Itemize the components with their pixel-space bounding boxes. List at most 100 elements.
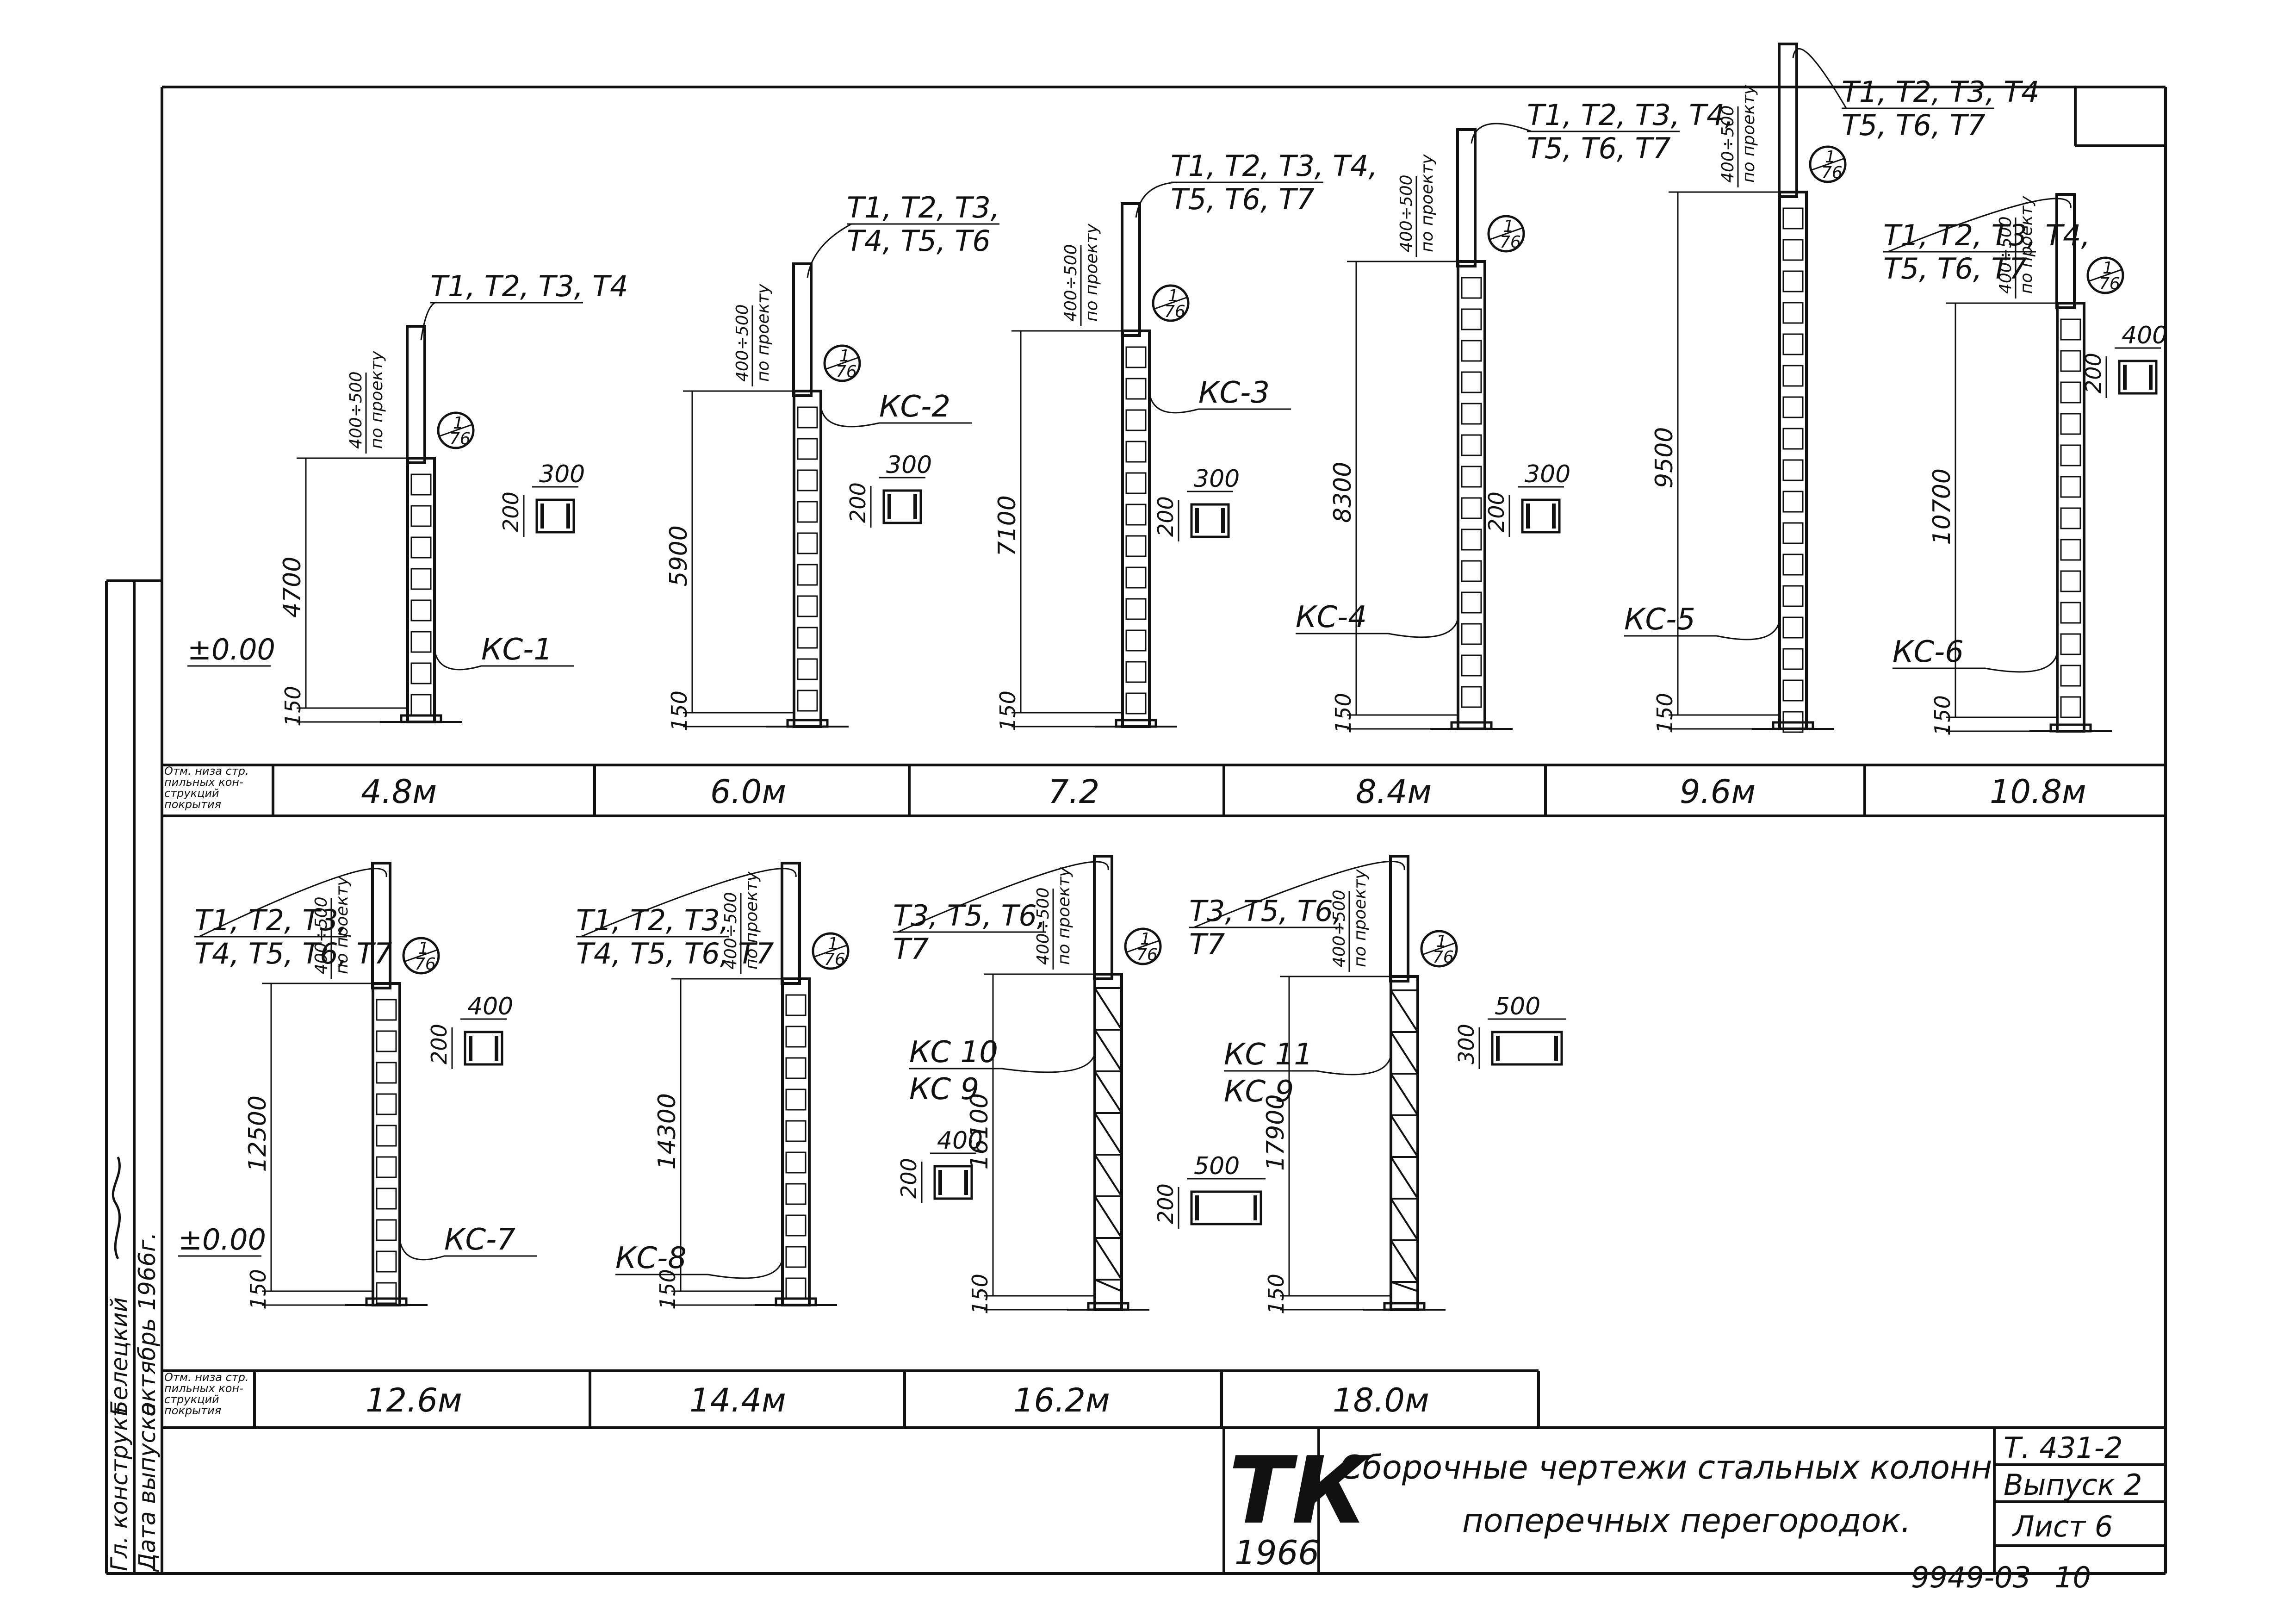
batten-plate bbox=[2060, 381, 2081, 404]
batten-plate bbox=[410, 473, 432, 496]
post bbox=[792, 262, 813, 397]
range-note: по проекту bbox=[1055, 867, 1074, 965]
side-name-1: Белецкий bbox=[106, 1297, 133, 1416]
tag-label: Т5, Т6, Т7 bbox=[1527, 131, 1671, 165]
span-cell: 12.6м bbox=[366, 1381, 462, 1419]
lattice-diagonal bbox=[1094, 1195, 1123, 1239]
span-cell: 6.0м bbox=[710, 773, 786, 811]
series-code: Т. 431-2 bbox=[2004, 1431, 2122, 1465]
side-role-2: Дата выпуска bbox=[134, 1402, 161, 1572]
height-label: 4700 bbox=[279, 557, 306, 618]
footer: 9949-03 10 bbox=[1911, 1561, 2091, 1594]
range-note: по проекту bbox=[367, 351, 386, 449]
tag-label: Т4, Т5, Т6, Т7 bbox=[576, 937, 774, 970]
batten-plate bbox=[1125, 535, 1147, 557]
detail-ref-num: 1 bbox=[1168, 286, 1179, 305]
batten-plate bbox=[1782, 553, 1804, 576]
range-note: по проекту bbox=[2017, 196, 2036, 294]
detail-ref-divider bbox=[1423, 942, 1455, 955]
span-cell: 7.2 bbox=[1048, 773, 1099, 811]
tag-label: Т1, Т2, Т3, bbox=[576, 903, 729, 937]
detail-ref-divider bbox=[405, 949, 437, 962]
post bbox=[1121, 202, 1141, 337]
batten-plate bbox=[410, 694, 432, 716]
range-label: 400÷500 bbox=[1996, 216, 2015, 294]
lattice-diagonal bbox=[1390, 1156, 1419, 1200]
detail-ref-num: 1 bbox=[2103, 259, 2113, 278]
span-cell: 8.4м bbox=[1356, 773, 1432, 811]
tag-label: Т5, Т6, Т7 bbox=[1883, 252, 2027, 286]
height-label: 5900 bbox=[665, 525, 693, 586]
batten-plate bbox=[410, 536, 432, 559]
range-label: 400÷500 bbox=[733, 304, 752, 382]
row2-label-line: пильных кон- bbox=[164, 1382, 243, 1395]
detail-ref-sheet: 76 bbox=[415, 955, 436, 974]
batten-plate bbox=[376, 1125, 397, 1147]
post bbox=[1389, 855, 1409, 983]
batten-plate bbox=[376, 999, 397, 1021]
mark-label-2: КС 9 bbox=[909, 1072, 979, 1107]
batten-plate bbox=[785, 1120, 807, 1142]
detail-ref-bubble bbox=[2086, 256, 2124, 294]
frame bbox=[105, 86, 2167, 1575]
lattice-diagonal bbox=[1390, 1031, 1419, 1075]
mark-label: КС 11 bbox=[1224, 1038, 1313, 1072]
section-depth-label: 200 bbox=[427, 1024, 452, 1064]
batten-plate bbox=[1782, 270, 1804, 292]
detail-ref-sheet: 76 bbox=[824, 950, 845, 969]
sheet-no: Лист 6 bbox=[2012, 1510, 2113, 1543]
batten-plate bbox=[1461, 371, 1482, 393]
tag-label: Т5, Т6, Т7 bbox=[1842, 108, 1986, 142]
height-label: 17900 bbox=[1262, 1094, 1290, 1171]
batten-plate bbox=[1782, 239, 1804, 261]
range-label: 400÷500 bbox=[347, 371, 366, 449]
batten-plate bbox=[797, 406, 818, 429]
batten-plate bbox=[2060, 633, 2081, 655]
mark-label: КС-7 bbox=[444, 1223, 515, 1257]
section-depth-label: 300 bbox=[1454, 1024, 1479, 1064]
lattice-diagonal bbox=[1390, 1073, 1419, 1116]
batten-plate bbox=[1125, 378, 1147, 400]
section-width-label: 500 bbox=[1194, 1152, 1240, 1180]
batten-plate bbox=[1782, 207, 1804, 230]
mark-label: КС-4 bbox=[1296, 600, 1367, 634]
base-label: 150 bbox=[968, 1274, 993, 1314]
tag-label: Т3, Т5, Т6, bbox=[1189, 894, 1342, 928]
batten-plate bbox=[2060, 696, 2081, 718]
batten-plate bbox=[1782, 491, 1804, 513]
batten-plate bbox=[2060, 318, 2081, 341]
batten-plate bbox=[785, 1246, 807, 1268]
batten-plate bbox=[1782, 522, 1804, 544]
lattice-diagonal bbox=[1094, 1112, 1123, 1156]
section-width-label: 300 bbox=[1525, 460, 1570, 488]
mark-leader bbox=[1985, 652, 2058, 673]
base-label: 150 bbox=[1264, 1274, 1289, 1314]
range-note: по проекту bbox=[1351, 869, 1370, 967]
batten-plate bbox=[2060, 444, 2081, 466]
base-label: 150 bbox=[667, 690, 692, 731]
side-role-1: Гл. конструкт bbox=[106, 1403, 133, 1571]
cross-section bbox=[1190, 1190, 1262, 1225]
post bbox=[1778, 43, 1798, 198]
batten-plate bbox=[1461, 340, 1482, 362]
row2-label-line: струкций bbox=[164, 1393, 219, 1406]
detail-ref-divider bbox=[1127, 940, 1159, 953]
mark-leader bbox=[399, 1240, 445, 1261]
mark-leader bbox=[1316, 1055, 1392, 1076]
range-note: по проекту bbox=[1082, 224, 1101, 322]
tag-leader bbox=[807, 223, 852, 278]
tag-leader bbox=[1887, 198, 2072, 253]
detail-ref-sheet: 76 bbox=[1433, 948, 1454, 967]
detail-ref-sheet: 76 bbox=[1136, 945, 1158, 964]
cross-section bbox=[1521, 498, 1561, 534]
batten-plate bbox=[1782, 333, 1804, 355]
title-block: ТК 1966 Сборочные чертежи стальных колон… bbox=[1229, 1431, 2142, 1572]
detail-ref-bubble bbox=[1152, 284, 1190, 322]
detail-ref-bubble bbox=[823, 344, 861, 382]
batten-plate bbox=[2060, 539, 2081, 561]
batten-plate bbox=[2060, 665, 2081, 687]
